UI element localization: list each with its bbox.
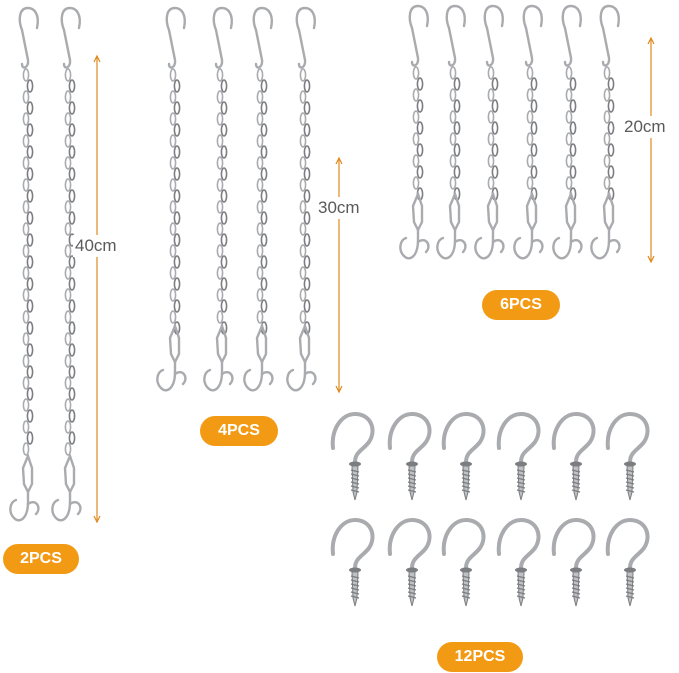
cup-hook-2 bbox=[387, 411, 432, 501]
dimension-line-30cm bbox=[335, 156, 343, 394]
chain-30cm-3 bbox=[243, 6, 274, 392]
chain-20cm-5 bbox=[552, 4, 583, 260]
chain-20cm-1 bbox=[399, 4, 430, 260]
quantity-badge-6pcs: 6PCS bbox=[482, 290, 560, 320]
dimension-label-30cm: 30cm bbox=[316, 197, 362, 219]
cup-hook-11 bbox=[551, 517, 596, 607]
quantity-badge-4pcs: 4PCS bbox=[200, 416, 278, 446]
chain-20cm-6 bbox=[590, 4, 621, 260]
chain-40cm-1 bbox=[9, 6, 40, 522]
cup-hook-10 bbox=[496, 517, 541, 607]
dimension-label-20cm: 20cm bbox=[622, 116, 668, 138]
cup-hook-9 bbox=[441, 517, 486, 607]
chain-30cm-2 bbox=[203, 6, 234, 392]
chains-layer bbox=[9, 4, 621, 522]
cup-hook-8 bbox=[387, 517, 432, 607]
cup-hook-1 bbox=[330, 411, 375, 501]
chain-30cm-4 bbox=[286, 6, 317, 392]
cup-hook-5 bbox=[551, 411, 596, 501]
cup-hook-4 bbox=[496, 411, 541, 501]
dimension-line-40cm bbox=[93, 54, 101, 524]
chain-30cm-1 bbox=[156, 6, 187, 392]
cup-hook-6 bbox=[605, 411, 650, 501]
chain-20cm-3 bbox=[474, 4, 505, 260]
quantity-badge-2pcs: 2PCS bbox=[3, 544, 79, 574]
chain-20cm-4 bbox=[513, 4, 544, 260]
cup-hook-3 bbox=[441, 411, 486, 501]
cup-hooks-layer bbox=[330, 411, 650, 607]
chain-20cm-2 bbox=[436, 4, 467, 260]
cup-hook-12 bbox=[605, 517, 650, 607]
dimension-label-40cm: 40cm bbox=[73, 235, 119, 257]
cup-hook-7 bbox=[330, 517, 375, 607]
dimension-line-20cm bbox=[647, 36, 655, 264]
dimension-lines-layer bbox=[93, 36, 655, 524]
quantity-badge-12pcs: 12PCS bbox=[437, 642, 523, 672]
chain-40cm-2 bbox=[51, 6, 82, 522]
